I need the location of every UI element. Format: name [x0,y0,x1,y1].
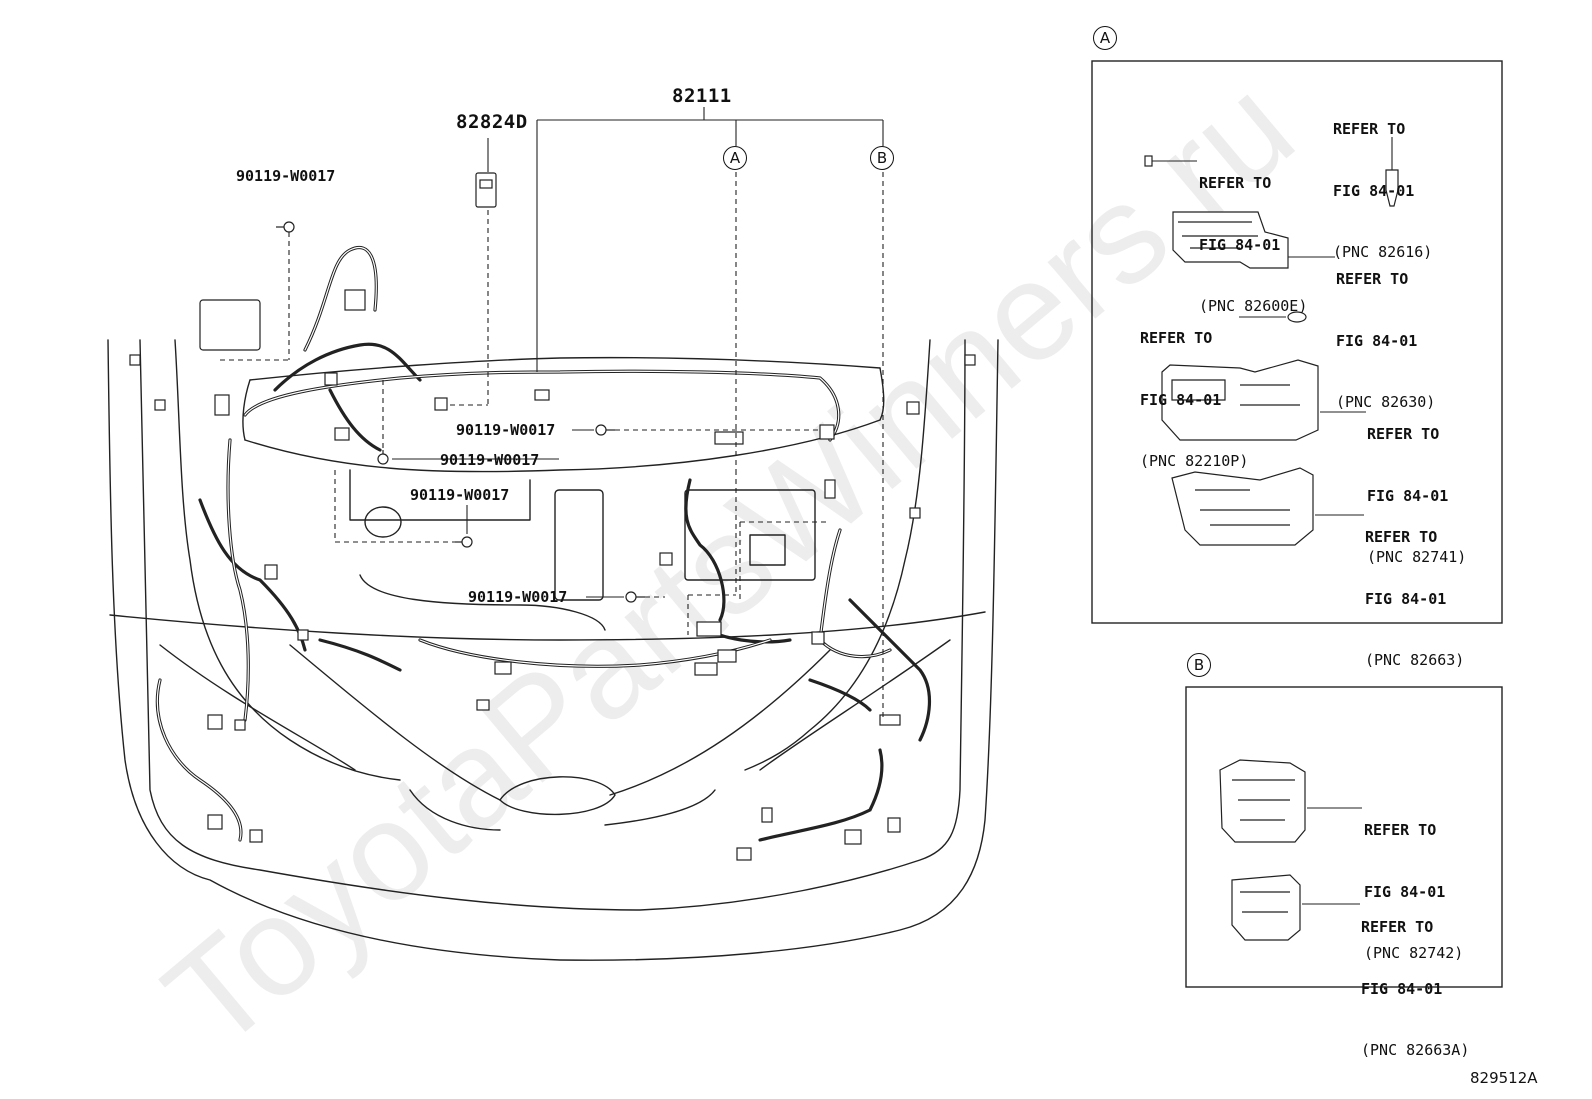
detail-a-parts [1144,155,1399,546]
vehicle-front-outline [107,339,999,961]
bolt-label[interactable]: 90119-W0017 [410,486,510,504]
detail-a-marker: A [1093,26,1117,50]
reference-note[interactable]: REFER TO FIG 84-01 (PNC 82742) [1364,821,1464,962]
bolt-label[interactable]: 90119-W0017 [440,451,540,469]
reference-note[interactable]: REFER TO FIG 84-01 (PNC 82741) [1367,425,1467,566]
connectors [129,172,976,861]
bolt-label[interactable]: 90119-W0017 [456,421,556,439]
detail-b-parts [1219,759,1306,941]
detail-a-box [1091,60,1503,624]
part-label-harness[interactable]: 82111 [672,85,732,107]
reference-note[interactable]: REFER TO FIG 84-01 (PNC 82630) [1336,270,1436,411]
part-label-relay-block[interactable]: 82824D [456,111,528,133]
figure-code: 829512A [1470,1069,1538,1087]
callout-b-marker: B [870,146,894,170]
bolt-label[interactable]: 90119-W0017 [236,167,336,185]
bolt-label[interactable]: 90119-W0017 [468,588,568,606]
leader-lines [392,107,1393,905]
reference-note[interactable]: REFER TO FIG 84-01 (PNC 82616) [1333,120,1433,261]
reference-note[interactable]: REFER TO FIG 84-01 (PNC 82663) [1365,528,1465,669]
reference-note[interactable]: REFER TO FIG 84-01 (PNC 82663A) [1361,918,1470,1059]
reference-note[interactable]: REFER TO FIG 84-01 (PNC 82210P) [1140,329,1249,470]
dashed-leaders [220,172,884,720]
detail-b-box [1185,686,1503,988]
bolt-icons [276,221,645,603]
reference-note[interactable]: REFER TO FIG 84-01 (PNC 82600E) [1199,174,1308,315]
detail-b-marker: B [1187,653,1211,677]
callout-a-marker: A [723,146,747,170]
